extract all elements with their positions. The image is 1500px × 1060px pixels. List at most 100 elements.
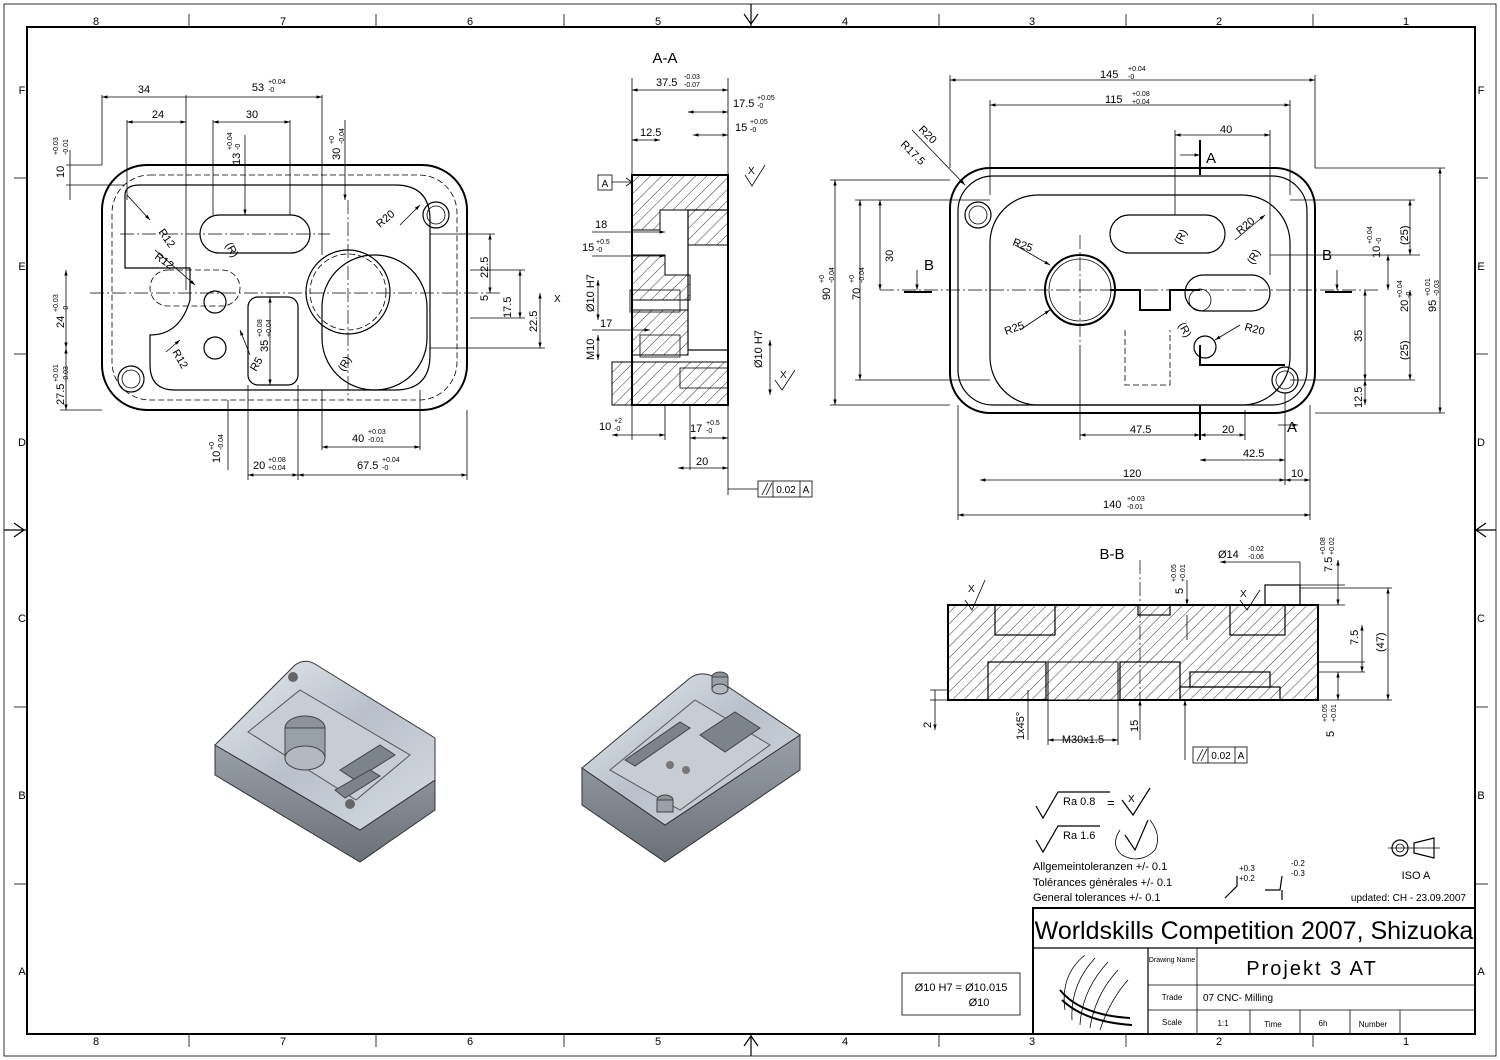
col-label-bottom: 1	[1403, 1036, 1409, 1048]
radius-r-b: (R)	[1245, 247, 1263, 266]
radius-r25-b: R25	[1003, 320, 1026, 338]
time-label: Time	[1264, 1020, 1282, 1029]
dim-17-5-tol-lo: -0	[757, 103, 763, 110]
radius-r12-b: R12	[152, 251, 175, 272]
thread-m30: M30x1.5	[1062, 734, 1104, 746]
dim-22-5-b: 22.5	[528, 311, 540, 332]
dim-10-tol-up: +2	[614, 418, 622, 425]
row-label-left: D	[18, 437, 26, 449]
radius-r12-c: R12	[169, 348, 189, 371]
dim-15: 15	[735, 122, 747, 134]
tol-line-de: Allgemeintoleranzen +/- 0.1	[1033, 861, 1167, 873]
general-tolerances: Allgemeintoleranzen +/- 0.1 Tolérances g…	[1033, 861, 1172, 904]
surface-x-b: X	[780, 370, 787, 381]
equals-sign: =	[1107, 795, 1115, 810]
tol-line-en: General tolerances +/- 0.1	[1033, 892, 1161, 904]
dim-47: (47)	[1375, 632, 1387, 652]
dim-30: 30	[246, 109, 258, 121]
dim-70-tol-lo: -0.04	[859, 267, 866, 283]
dim-37-5-tol-lo: -0.07	[684, 82, 700, 89]
dim-95: 95	[1427, 300, 1439, 312]
row-label-right: C	[1477, 613, 1485, 625]
dim-22-5-a: 22.5	[479, 257, 491, 278]
dim-10: 10	[599, 421, 611, 433]
col-label-bottom: 5	[655, 1036, 661, 1048]
dim-10: 10	[55, 166, 67, 178]
fit-note-line1: Ø10 H7 = Ø10.015	[915, 982, 1008, 994]
dim-115-tol-lo: +0.04	[1132, 99, 1150, 106]
dim-95-tol-lo: -0.03	[1434, 280, 1441, 296]
parallelism-frame-aa: 0.02 A	[757, 480, 813, 498]
dim-35-tol-lo: +0.04	[266, 319, 273, 337]
top-right-view: 145 +0.04 -0 115 +0.08 +0.04 R20 R17.5 4…	[819, 66, 1445, 520]
cut-a-top: A	[1206, 150, 1216, 167]
parallelism-frame-bb: 0.02 A	[1192, 746, 1248, 764]
row-label-left: A	[18, 966, 26, 978]
projection-symbol: ISO A updated: CH - 23.09.2007	[1351, 837, 1467, 904]
worldskills-logo	[1059, 954, 1133, 1031]
dim-17-b: 17	[690, 423, 702, 435]
col-label-bottom: 6	[467, 1036, 473, 1048]
dim-42-5: 42.5	[1243, 448, 1264, 460]
trade-label: Trade	[1162, 993, 1183, 1002]
dim-10: 10	[1371, 246, 1383, 258]
dim-140-tol-lo: -0.01	[1127, 504, 1143, 511]
row-label-right: B	[1477, 790, 1484, 802]
section-bb-view: B-B	[922, 537, 1392, 764]
radius-r20-b: R20	[1234, 215, 1257, 237]
dim-10-b: 10	[1291, 468, 1303, 480]
dim-10-b: 10	[211, 451, 223, 463]
dim-17-b-tol-lo: -0	[706, 428, 712, 435]
surface-x-c: X	[554, 294, 561, 305]
isometric-view-right	[581, 671, 801, 863]
dim-17-5: 17.5	[502, 297, 514, 318]
dim-30: 30	[884, 250, 896, 262]
dim-30-tol-up: +0	[329, 136, 336, 144]
drawing-name-label: Drawing Name	[1149, 957, 1195, 964]
col-label-bottom: 3	[1029, 1036, 1035, 1048]
col-label-bottom: 7	[280, 1036, 286, 1048]
dim-115: 115	[1105, 94, 1123, 106]
parallelism-value-bb: 0.02	[1211, 751, 1231, 762]
updated-label: updated: CH - 23.09.2007	[1351, 893, 1467, 904]
title-block-heading: Worldskills Competition 2007, Shizuoka	[1035, 917, 1474, 945]
dim-20-b: 20	[1222, 424, 1234, 436]
fit-note-line2: Ø10	[969, 997, 990, 1009]
dim-40: 40	[1220, 124, 1232, 136]
deviation-1-up: +0.3	[1239, 864, 1255, 873]
sheet-frame	[3, 3, 1497, 1057]
dim-13: 13	[231, 153, 243, 165]
row-label-right: F	[1478, 85, 1485, 97]
col-label-top: 7	[280, 16, 286, 28]
dim-145-tol-lo: -0	[1128, 74, 1134, 81]
row-label-left: B	[18, 790, 25, 802]
radius-r20: R20	[916, 124, 939, 147]
dim-115-tol-up: +0.08	[1132, 91, 1150, 98]
drawing-name-value: Projekt 3 AT	[1246, 958, 1377, 980]
dim-15: 15	[1129, 720, 1141, 732]
scale-value: 1:1	[1217, 1019, 1229, 1028]
dim-37-5: 37.5	[656, 77, 677, 89]
radius-r25-a: R25	[1011, 237, 1034, 255]
dim-5-b-tol-up: +0.05	[1322, 704, 1329, 722]
dim-67-5: 67.5	[357, 460, 378, 472]
dim-27-5-tol-up: +0.01	[53, 364, 60, 382]
dim-10-b-tol-lo: -0.04	[218, 434, 225, 450]
surface-finish-block: Ra 0.8 = X Ra 1.6	[1035, 787, 1158, 860]
dim-10-tol-lo: -0	[614, 426, 620, 433]
dim-5-b-tol-lo: +0.01	[1331, 704, 1338, 722]
ra-1-6: Ra 1.6	[1063, 830, 1095, 842]
dim-7-5: 7.5	[1323, 557, 1335, 572]
dim-20-tol-lo: -0	[1406, 292, 1413, 298]
dim-7-5-b: 7.5	[1349, 630, 1361, 645]
dim-15-b-tol-lo: -0	[596, 247, 602, 254]
fit-note-box: Ø10 H7 = Ø10.015 Ø10	[901, 972, 1021, 1016]
radius-r17-5: R17.5	[898, 139, 927, 168]
dim-25-b: (25)	[1399, 340, 1411, 360]
dim-40: 40	[352, 433, 364, 445]
dim-90-tol-lo: -0.04	[829, 267, 836, 283]
dim-2: 2	[922, 722, 934, 728]
dim-10-tol-up: +0.04	[1367, 226, 1374, 244]
radius-r-a: (R)	[222, 241, 240, 260]
dim-10-tol-up: +0.03	[53, 137, 60, 155]
